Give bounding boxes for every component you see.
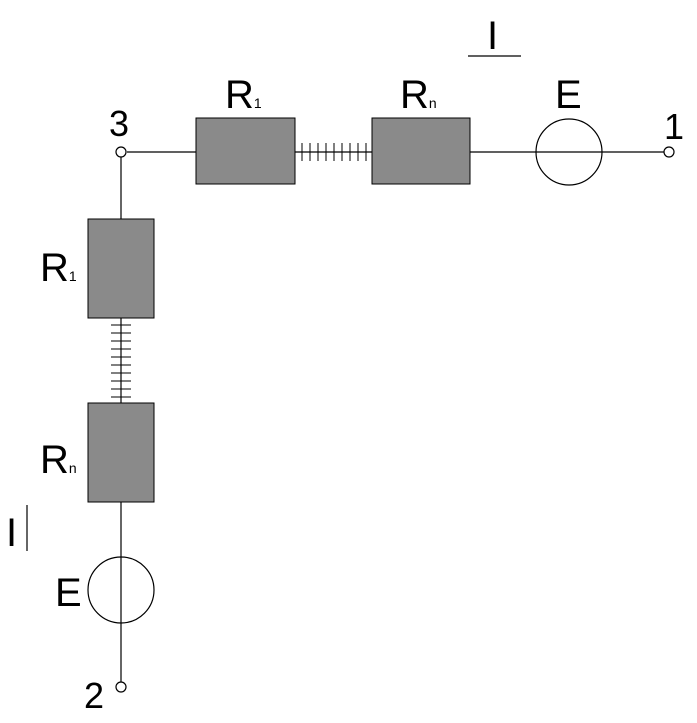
series-chain-horizontal bbox=[301, 143, 367, 161]
terminal-2 bbox=[115, 681, 127, 693]
label-r1-horizontal: R1 bbox=[225, 73, 262, 117]
current-label-horizontal: I bbox=[487, 14, 498, 58]
terminal-1 bbox=[663, 146, 675, 158]
voltage-source-vertical bbox=[87, 556, 155, 624]
resistor-rn-vertical bbox=[87, 402, 155, 503]
resistor-r1-horizontal bbox=[195, 117, 296, 185]
label-r1-vertical: R1 bbox=[40, 246, 77, 290]
voltage-source-horizontal bbox=[535, 118, 603, 186]
label-rn-horizontal: Rn bbox=[400, 73, 437, 117]
label-rn-vertical: Rn bbox=[40, 438, 77, 482]
resistor-rn-horizontal bbox=[371, 117, 471, 185]
label-e-horizontal: E bbox=[555, 73, 582, 117]
node-label-1: 1 bbox=[664, 106, 684, 147]
current-label-vertical: I bbox=[6, 511, 17, 555]
series-chain-vertical bbox=[111, 324, 131, 398]
label-e-vertical: E bbox=[55, 571, 82, 615]
terminal-3 bbox=[115, 146, 127, 158]
node-label-2: 2 bbox=[84, 675, 104, 716]
resistor-r1-vertical bbox=[87, 218, 155, 319]
node-label-3: 3 bbox=[109, 103, 129, 144]
